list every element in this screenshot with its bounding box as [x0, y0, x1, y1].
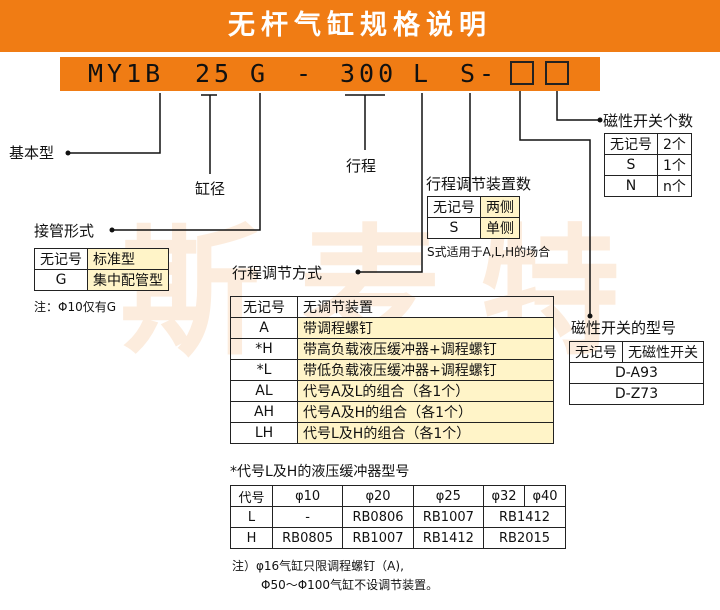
table-cell: 无记号	[604, 133, 658, 155]
table-cell: D-Z73	[569, 383, 704, 405]
model-stroke: 300	[340, 59, 398, 88]
shock-absorber-table: 代号 φ10 φ20 φ25 φ32 φ40 L - RB0806 RB1007…	[230, 485, 566, 549]
table-cell: 无记号	[230, 296, 298, 318]
label-bore: 缸径	[195, 180, 226, 198]
table-cell: 无记号	[34, 248, 88, 270]
table-cell: 代号L及H的组合（各1个）	[297, 422, 554, 444]
label-basic-type: 基本型	[9, 144, 55, 162]
table-cell: A	[230, 317, 298, 339]
table-cell: φ20	[342, 485, 414, 507]
table-row: G 集中配管型	[34, 269, 169, 291]
table-row: A 带调程螺钉	[230, 317, 554, 339]
table-cell: φ10	[271, 485, 344, 507]
title-banner	[0, 0, 720, 52]
label-switch-count: 磁性开关个数	[603, 112, 694, 130]
table-cell: H	[230, 527, 273, 549]
label-adjust-count: 行程调节装置数	[426, 175, 532, 193]
table-cell: 1个	[657, 154, 692, 176]
table-cell: φ32	[483, 485, 525, 507]
port-type-table: 无记号 标准型 G 集中配管型	[34, 248, 169, 291]
table-cell: 标准型	[87, 248, 169, 270]
table-cell: 代号A及H的组合（各1个）	[297, 401, 554, 423]
page-title: 无杆气缸规格说明	[228, 10, 492, 41]
table-cell: *H	[230, 338, 298, 360]
table-cell: L	[230, 506, 273, 528]
adjust-count-table: 无记号 两侧 S 单侧	[427, 196, 520, 239]
table-cell: φ40	[524, 485, 566, 507]
label-adjust-mode: 行程调节方式	[232, 264, 323, 282]
table-cell: AL	[230, 380, 298, 402]
table-cell: 无记号	[569, 341, 623, 363]
model-series: MY1B	[88, 59, 165, 88]
label-stroke: 行程	[346, 157, 377, 175]
adjust-count-note: S式适用于A,L,H的场合	[427, 245, 551, 259]
switch-model-table: 无记号 无磁性开关 D-A93 D-Z73	[569, 341, 704, 405]
switch-count-placeholder-box	[545, 61, 569, 85]
table-cell: RB0806	[342, 506, 414, 528]
table-cell: 两侧	[480, 196, 520, 218]
table-row: S 1个	[604, 154, 692, 176]
table-cell: 无磁性开关	[622, 341, 704, 363]
table-row: D-Z73	[569, 383, 704, 405]
model-adjust: L	[413, 59, 433, 88]
table-cell: 无调节装置	[297, 296, 554, 318]
table-row: AL 代号A及L的组合（各1个）	[230, 380, 554, 402]
table-row: AH 代号A及H的组合（各1个）	[230, 401, 554, 423]
table-cell: 代号	[230, 485, 273, 507]
table-cell: 带高负载液压缓冲器+调程螺钉	[297, 338, 554, 360]
table-row: 无记号 两侧	[427, 196, 520, 218]
table-cell: 无记号	[427, 196, 481, 218]
table-row: LH 代号L及H的组合（各1个）	[230, 422, 554, 444]
label-switch-model: 磁性开关的型号	[571, 319, 677, 337]
model-bore: 25	[195, 59, 234, 88]
table-row: 无记号 2个	[604, 133, 692, 155]
model-port: G	[250, 59, 270, 88]
label-port-type: 接管形式	[34, 222, 95, 240]
table-cell: S	[427, 217, 481, 239]
table-cell: 集中配管型	[87, 269, 169, 291]
table-row: L - RB0806 RB1007 RB1412	[230, 506, 566, 528]
table-cell: G	[34, 269, 88, 291]
port-note: 注：Φ10仅有G	[34, 300, 117, 314]
table-cell: RB1412	[483, 506, 566, 528]
table-cell: RB1007	[412, 506, 485, 528]
table-row: 无记号 标准型	[34, 248, 169, 270]
bottom-note-2: Φ50～Φ100气缸不设调节装置。	[261, 578, 439, 592]
table-cell: S	[604, 154, 658, 176]
table-row: H RB0805 RB1007 RB1412 RB2015	[230, 527, 566, 549]
table-row: S 单侧	[427, 217, 520, 239]
table-cell: LH	[230, 422, 298, 444]
bottom-note-1: 注）φ16气缸只限调程螺钉（A),	[232, 559, 404, 573]
table-cell: RB0805	[271, 527, 344, 549]
table-row: D-A93	[569, 362, 704, 384]
table-cell: RB2015	[483, 527, 566, 549]
model-dash: -	[296, 59, 316, 88]
table-cell: 带低负载液压缓冲器+调程螺钉	[297, 359, 554, 381]
table-cell: n个	[657, 175, 692, 197]
table-cell: 代号A及L的组合（各1个）	[297, 380, 554, 402]
table-row: *H 带高负载液压缓冲器+调程螺钉	[230, 338, 554, 360]
shock-table-title: *代号L及H的液压缓冲器型号	[230, 464, 410, 480]
table-cell: N	[604, 175, 658, 197]
table-row: 代号 φ10 φ20 φ25 φ32 φ40	[230, 485, 566, 507]
table-row: *L 带低负载液压缓冲器+调程螺钉	[230, 359, 554, 381]
table-row: N n个	[604, 175, 692, 197]
table-cell: 带调程螺钉	[297, 317, 554, 339]
table-cell: D-A93	[569, 362, 704, 384]
switch-model-placeholder-box	[510, 61, 534, 85]
table-cell: -	[271, 506, 344, 528]
table-cell: 单侧	[480, 217, 520, 239]
table-cell: φ25	[412, 485, 485, 507]
table-cell: RB1007	[342, 527, 414, 549]
table-row: 无记号 无调节装置	[230, 296, 554, 318]
model-units: S-	[460, 59, 499, 88]
table-cell: AH	[230, 401, 298, 423]
table-cell: RB1412	[412, 527, 485, 549]
table-cell: 2个	[657, 133, 692, 155]
table-cell: *L	[230, 359, 298, 381]
table-row: 无记号 无磁性开关	[569, 341, 704, 363]
switch-count-table: 无记号 2个 S 1个 N n个	[604, 133, 692, 197]
adjust-mode-table: 无记号 无调节装置 A 带调程螺钉 *H 带高负载液压缓冲器+调程螺钉 *L 带…	[230, 296, 554, 444]
